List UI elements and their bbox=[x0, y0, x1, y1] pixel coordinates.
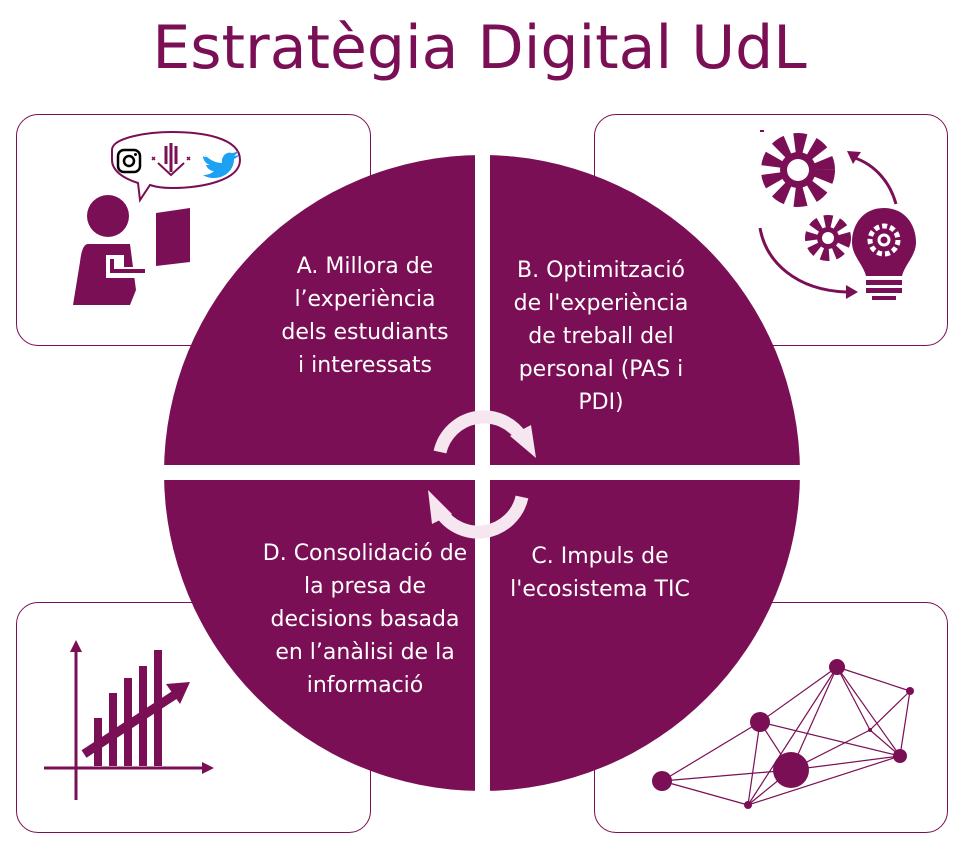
vertical-divider bbox=[475, 150, 490, 798]
twitter-icon bbox=[203, 151, 239, 178]
network-icon bbox=[661, 666, 911, 806]
presenter-social-icon bbox=[73, 130, 242, 305]
cycle-arrows-icon bbox=[428, 410, 536, 539]
network-nodes bbox=[652, 659, 914, 809]
page-title: Estratègia Digital UdL bbox=[152, 13, 807, 83]
udl-logo-icon bbox=[151, 143, 191, 177]
instagram-icon bbox=[116, 148, 142, 174]
gears-lightbulb-icon bbox=[758, 130, 916, 300]
quadrant-a-label: A. Millora de l’experiència dels estudia… bbox=[281, 254, 449, 378]
growth-chart-icon bbox=[44, 640, 214, 800]
quadrant-c-label: C. Impuls de l'ecosistema TIC bbox=[510, 544, 690, 602]
quadrant-b-label: B. Optimització de l'experiència de treb… bbox=[513, 258, 689, 415]
quadrant-d-label: D. Consolidació de la presa de decisions… bbox=[262, 541, 468, 698]
